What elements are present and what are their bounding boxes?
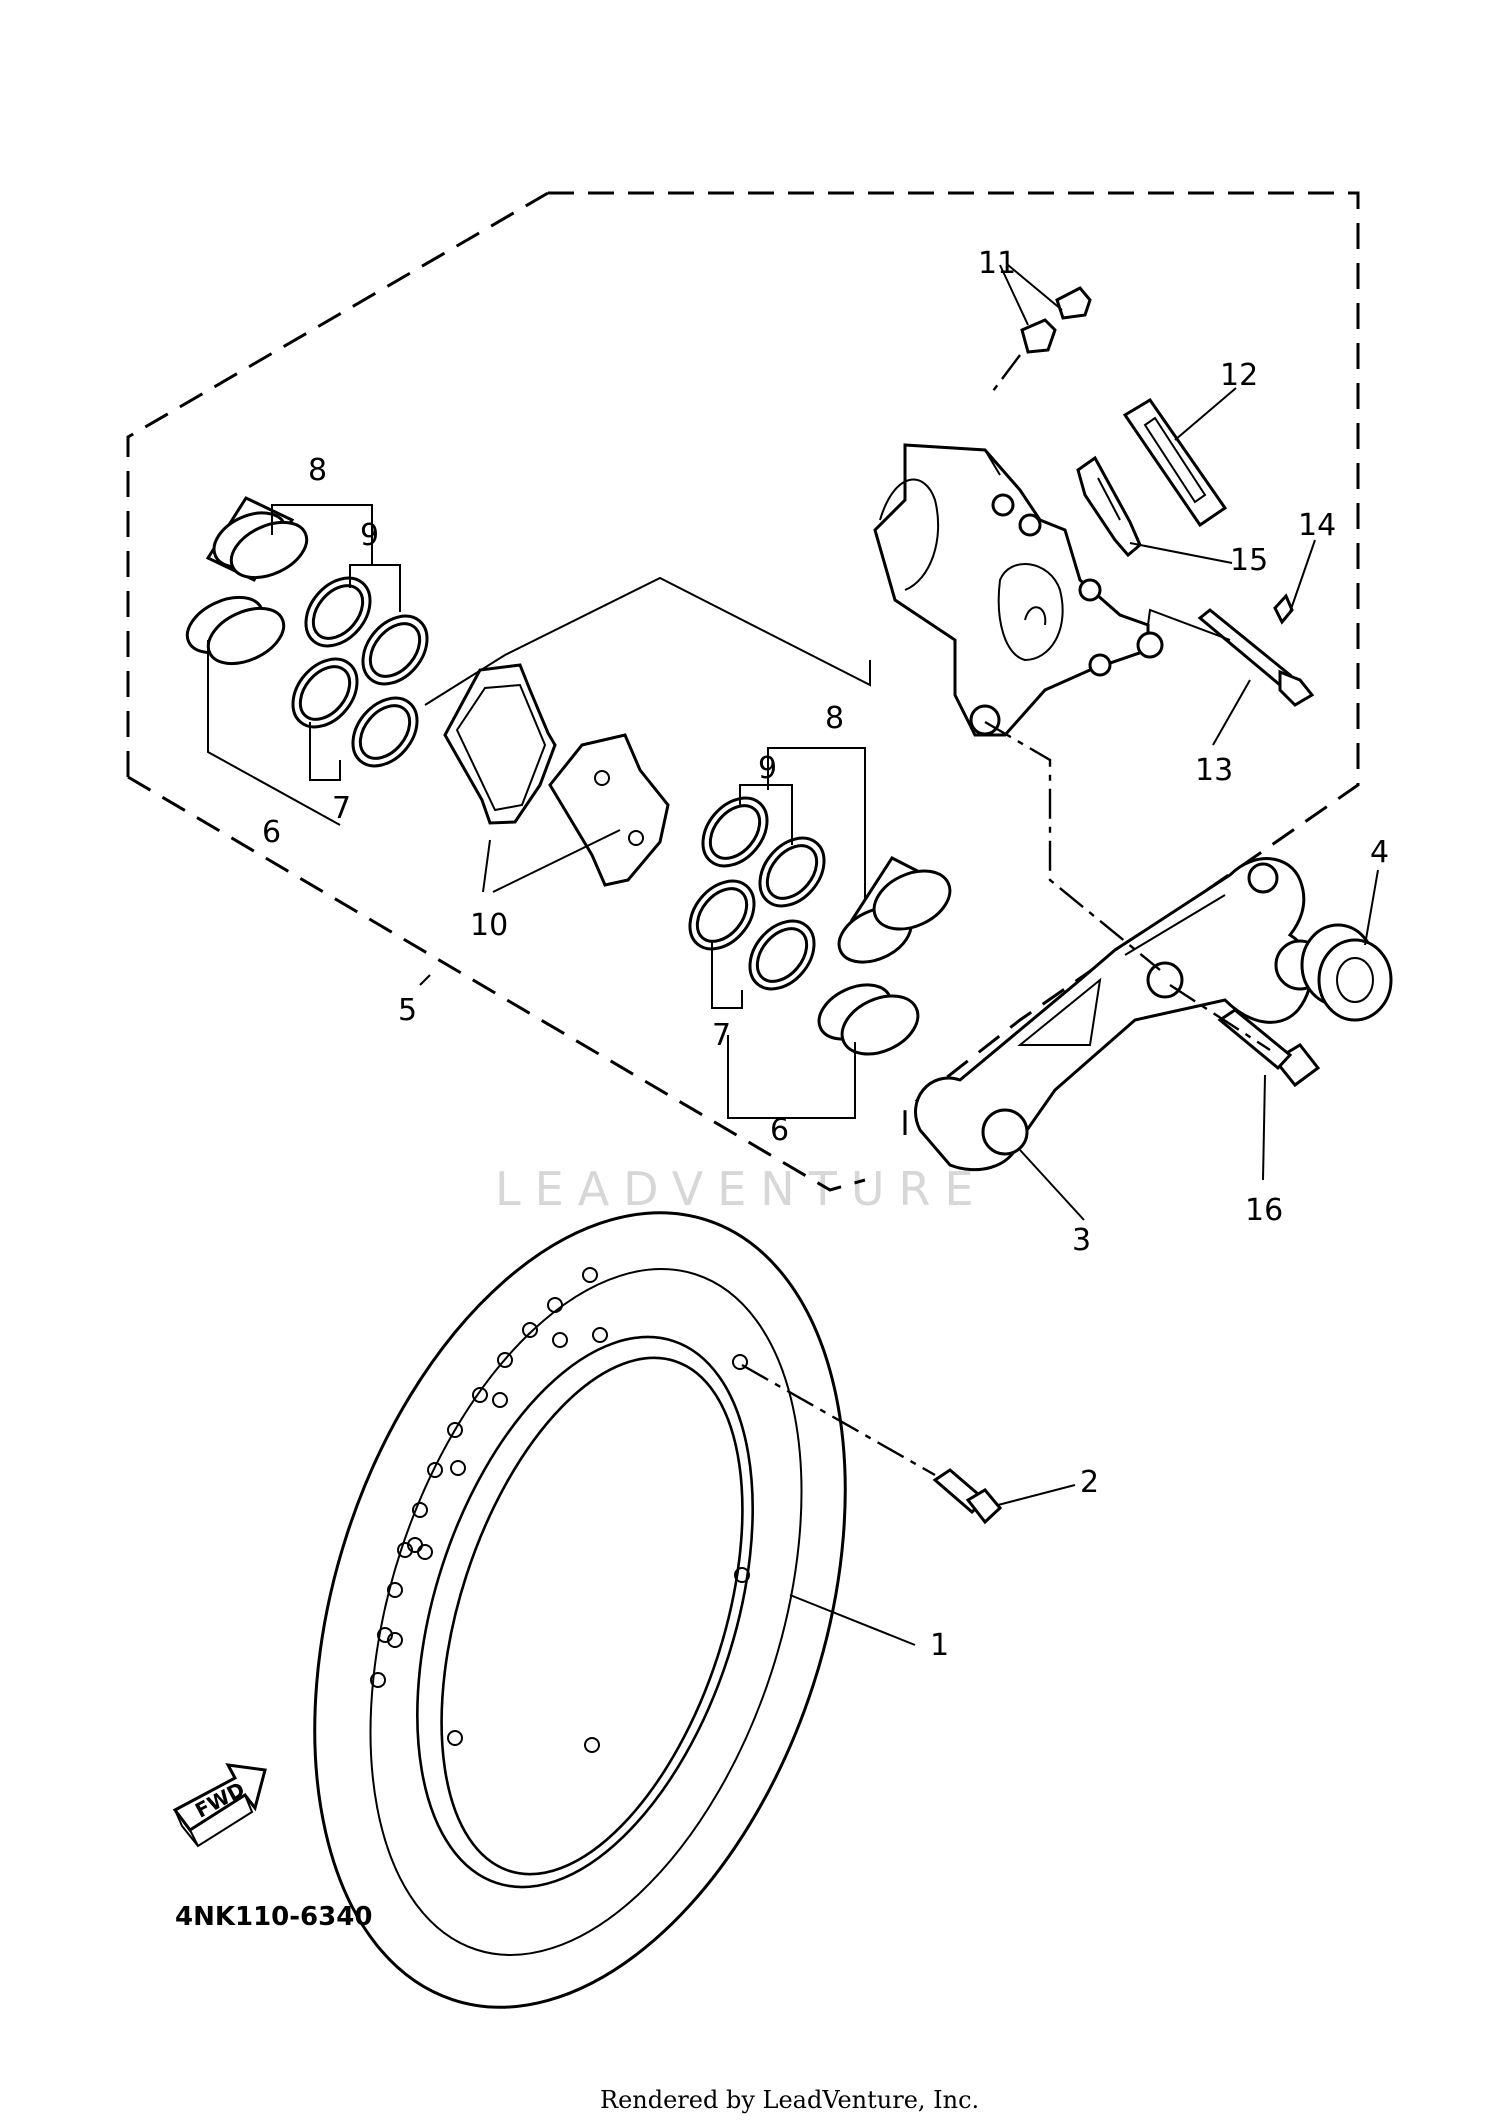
bleed-screw-axis — [989, 354, 1021, 396]
fwd-arrow-icon: FWD — [172, 1763, 267, 1848]
callout-10: 10 — [470, 908, 508, 943]
part-code: 4NK110-6340 — [175, 1902, 372, 1932]
bleed-screw-upper[interactable] — [1055, 286, 1092, 320]
piston-right-lower[interactable] — [810, 974, 927, 1065]
callout-1: 1 — [930, 1628, 949, 1663]
piston-right-upper[interactable] — [830, 856, 959, 973]
bracket-9-left — [349, 564, 401, 612]
caliper-bracket[interactable] — [914, 857, 1326, 1172]
bracket-8-right — [767, 747, 866, 900]
callout-15: 15 — [1230, 543, 1268, 578]
bracket-7-left — [309, 722, 341, 781]
callout-6-left: 6 — [262, 815, 281, 850]
bolt-axis — [1169, 983, 1271, 1052]
pad-pin[interactable] — [1197, 608, 1315, 707]
disc-bolt[interactable] — [932, 1468, 1003, 1525]
fwd-label: FWD — [191, 1777, 248, 1823]
footer-credit: Rendered by LeadVenture, Inc. — [600, 2086, 979, 2114]
pad-spring[interactable] — [1122, 397, 1228, 528]
bracket-9-right — [739, 784, 793, 845]
bracket-axis — [984, 720, 1161, 971]
brake-pad-right[interactable] — [548, 733, 670, 887]
bleed-screw-lower[interactable] — [1020, 318, 1057, 354]
caliper-body[interactable] — [873, 443, 1164, 737]
callout-9-right: 9 — [758, 751, 777, 786]
callout-12: 12 — [1220, 358, 1258, 393]
bracket-bolt[interactable] — [1217, 1008, 1321, 1088]
brake-disc[interactable] — [220, 1144, 939, 2075]
disc-bolt-axis — [741, 1363, 936, 1477]
callout-9-left: 9 — [360, 518, 379, 553]
pad-pin-clip[interactable] — [1273, 593, 1294, 625]
callout-14: 14 — [1298, 508, 1336, 543]
callout-5: 5 — [398, 993, 417, 1028]
piston-left-lower[interactable] — [179, 586, 293, 674]
callout-16: 16 — [1245, 1193, 1283, 1228]
callout-2: 2 — [1080, 1465, 1099, 1500]
pad-retaining-clip[interactable] — [1076, 455, 1142, 558]
callout-8-left: 8 — [308, 453, 327, 488]
seal-rings-right[interactable] — [677, 786, 837, 1002]
watermark: LEADVENTURE — [495, 1162, 988, 1216]
collar[interactable] — [1300, 923, 1393, 1022]
callout-4: 4 — [1370, 835, 1389, 870]
callout-7-left: 7 — [332, 791, 351, 826]
callout-11: 11 — [978, 246, 1016, 281]
callout-13: 13 — [1195, 753, 1233, 788]
seal-rings-left[interactable] — [280, 566, 440, 779]
callout-8-right: 8 — [825, 701, 844, 736]
leader-lines — [419, 264, 1379, 1646]
bracket-7-right — [711, 942, 743, 1009]
callout-3: 3 — [1072, 1223, 1091, 1258]
brake-pad-left[interactable] — [443, 663, 557, 825]
bracket-6-left — [207, 640, 341, 826]
piston-left-upper[interactable] — [205, 496, 315, 589]
bracket-6-right — [727, 1035, 856, 1119]
callout-6-right: 6 — [770, 1113, 789, 1148]
callout-7-right: 7 — [712, 1018, 731, 1053]
bracket-8-left — [271, 504, 373, 565]
